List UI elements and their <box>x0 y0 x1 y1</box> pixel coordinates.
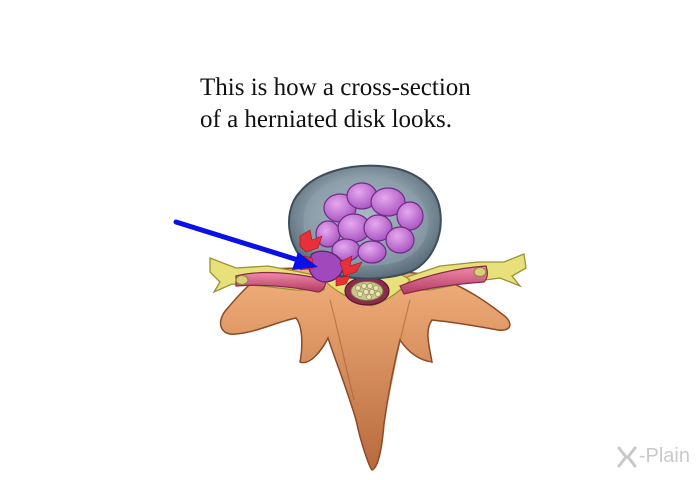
caption-line-2: of a herniated disk looks. <box>200 106 453 133</box>
spinal-cord <box>344 276 390 306</box>
x-mark-icon <box>617 446 637 468</box>
vertebra-bone <box>219 267 511 471</box>
logo-text: -Plain <box>638 445 690 467</box>
nerve-root-left <box>235 271 327 293</box>
pointer-arrow <box>173 219 318 270</box>
nerve-root-right <box>399 265 488 295</box>
caption-line-1: This is how a cross-section <box>200 74 471 101</box>
herniated-nucleus <box>308 250 344 283</box>
caption: This is how a cross-section of a herniat… <box>200 72 600 136</box>
nucleus-pulposus <box>315 182 424 264</box>
x-plain-logo: -Plain <box>617 445 690 468</box>
